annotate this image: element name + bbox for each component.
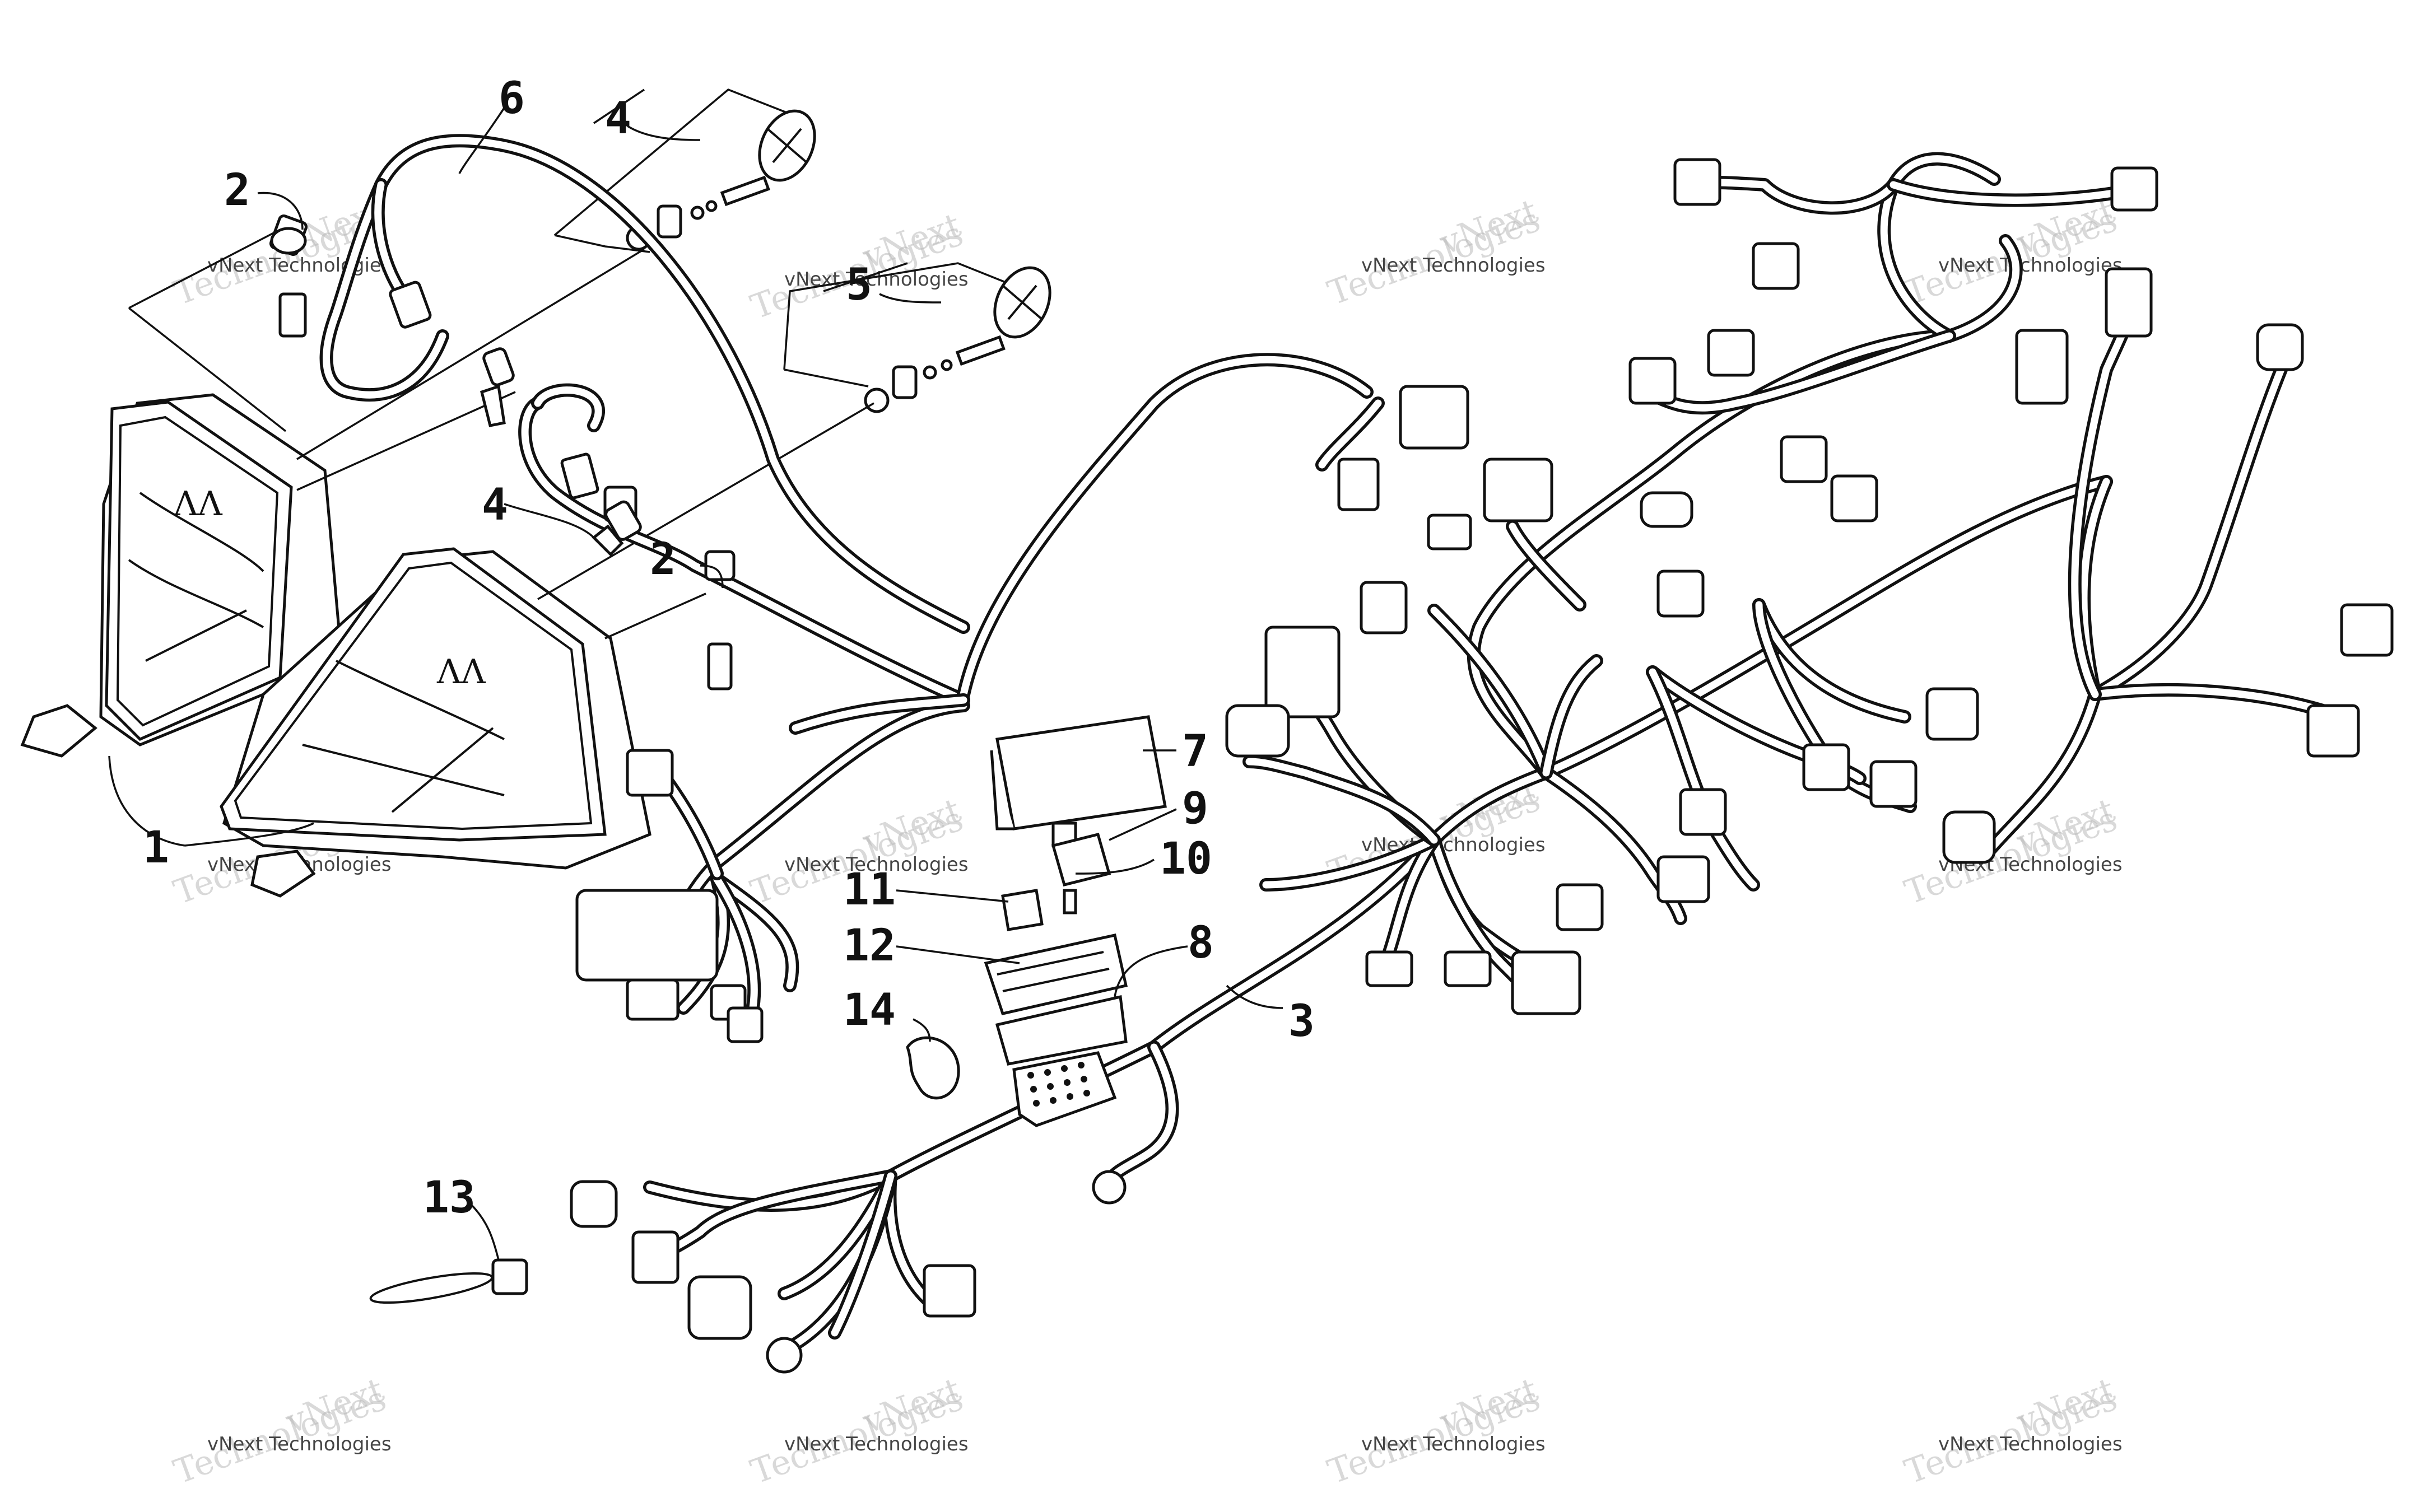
line-box-upper xyxy=(128,307,287,432)
line-headlight-bulb-upper-2 xyxy=(296,391,516,491)
connector-13 xyxy=(369,1258,528,1304)
leader-lines xyxy=(257,103,1283,1261)
callouts: 6 4 2 5 4 2 1 7 9 10 11 8 12 14 3 13 xyxy=(143,73,1315,1223)
line-headlight-bulb-lower-2 xyxy=(604,592,706,640)
headlight-right: ΛΛ xyxy=(220,547,651,898)
watermark-small: vNext Technologies xyxy=(207,1433,392,1455)
watermark-small: vNext Technologies xyxy=(784,853,969,876)
callout-7: 7 xyxy=(1182,726,1208,777)
callout-8: 8 xyxy=(1188,918,1214,968)
watermark-small: vNext Technologies xyxy=(1938,1433,2123,1455)
callout-5: 6 xyxy=(499,73,525,124)
callout-1: 1 xyxy=(143,823,169,873)
bulb-assembly-upper xyxy=(553,88,816,253)
callout-11: 11 xyxy=(843,865,896,915)
bulb-assembly-lower xyxy=(783,262,1051,413)
watermark-small: vNext Technologies xyxy=(784,1433,969,1455)
watermark-small: vNext Technologies xyxy=(1361,254,1546,277)
callout-12: 12 xyxy=(843,921,896,971)
callout-6: 3 xyxy=(1288,996,1315,1047)
leader-1b xyxy=(184,822,314,847)
callout-10: 10 xyxy=(1160,834,1212,884)
callout-14: 14 xyxy=(843,985,896,1035)
callout-2-upper: 2 xyxy=(224,165,250,216)
callout-3: 4 xyxy=(482,480,508,530)
callout-9: 9 xyxy=(1182,783,1208,834)
callout-2-lower: 2 xyxy=(650,534,676,585)
headlight-sub-harness xyxy=(269,134,970,707)
main-harness xyxy=(643,152,2331,1351)
watermark-small: vNext Technologies xyxy=(207,254,392,277)
leader-1a xyxy=(108,755,185,847)
callout-4-upper: 4 xyxy=(605,94,631,144)
connectors xyxy=(570,158,2394,1374)
svg-text:ΛΛ: ΛΛ xyxy=(436,652,486,692)
svg-text:ΛΛ: ΛΛ xyxy=(173,484,222,524)
callout-4-lower: 5 xyxy=(846,260,872,310)
callout-13: 13 xyxy=(423,1173,476,1223)
bulb-items xyxy=(270,227,642,557)
watermark-small: vNext Technologies xyxy=(1361,1433,1546,1455)
headlight-left: ΛΛ xyxy=(20,393,343,758)
line-box-upper-2 xyxy=(128,228,281,309)
watermark-small: vNext Technologies xyxy=(1938,254,2123,277)
fuse-relay-box xyxy=(906,715,1167,1127)
line-headlight-bulb-upper xyxy=(296,248,645,460)
line-headlight-bulb-lower xyxy=(537,402,874,600)
